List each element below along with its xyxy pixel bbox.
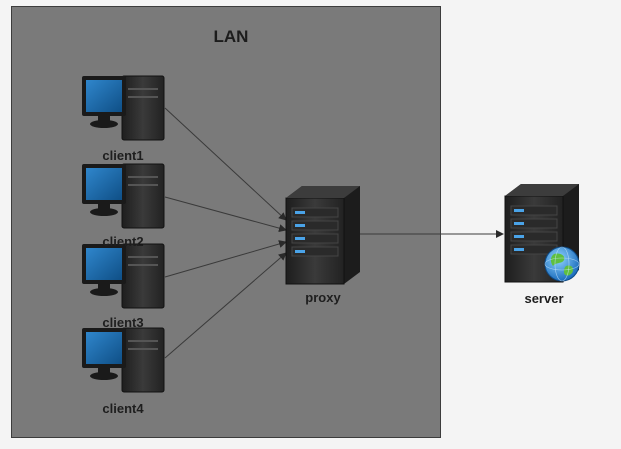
- link-client1-proxy: [164, 107, 287, 221]
- lan-title: LAN: [213, 27, 249, 46]
- client1-label: client1: [102, 148, 144, 163]
- client4-label: client4: [102, 401, 144, 416]
- client4-computer-icon: [82, 327, 165, 393]
- link-client2-proxy: [164, 196, 287, 233]
- client2-label: client2: [102, 234, 144, 249]
- client2-computer-icon: [82, 163, 165, 229]
- proxy-server-icon: [285, 186, 360, 285]
- client1-computer-icon: [82, 75, 165, 141]
- client3-computer-icon: [82, 243, 165, 309]
- globe-icon: [544, 246, 580, 282]
- client3-label: client3: [102, 315, 144, 330]
- link-client3-proxy: [164, 240, 287, 278]
- link-client4-proxy: [164, 252, 287, 359]
- proxy-label: proxy: [305, 290, 341, 305]
- server-label: server: [524, 291, 564, 306]
